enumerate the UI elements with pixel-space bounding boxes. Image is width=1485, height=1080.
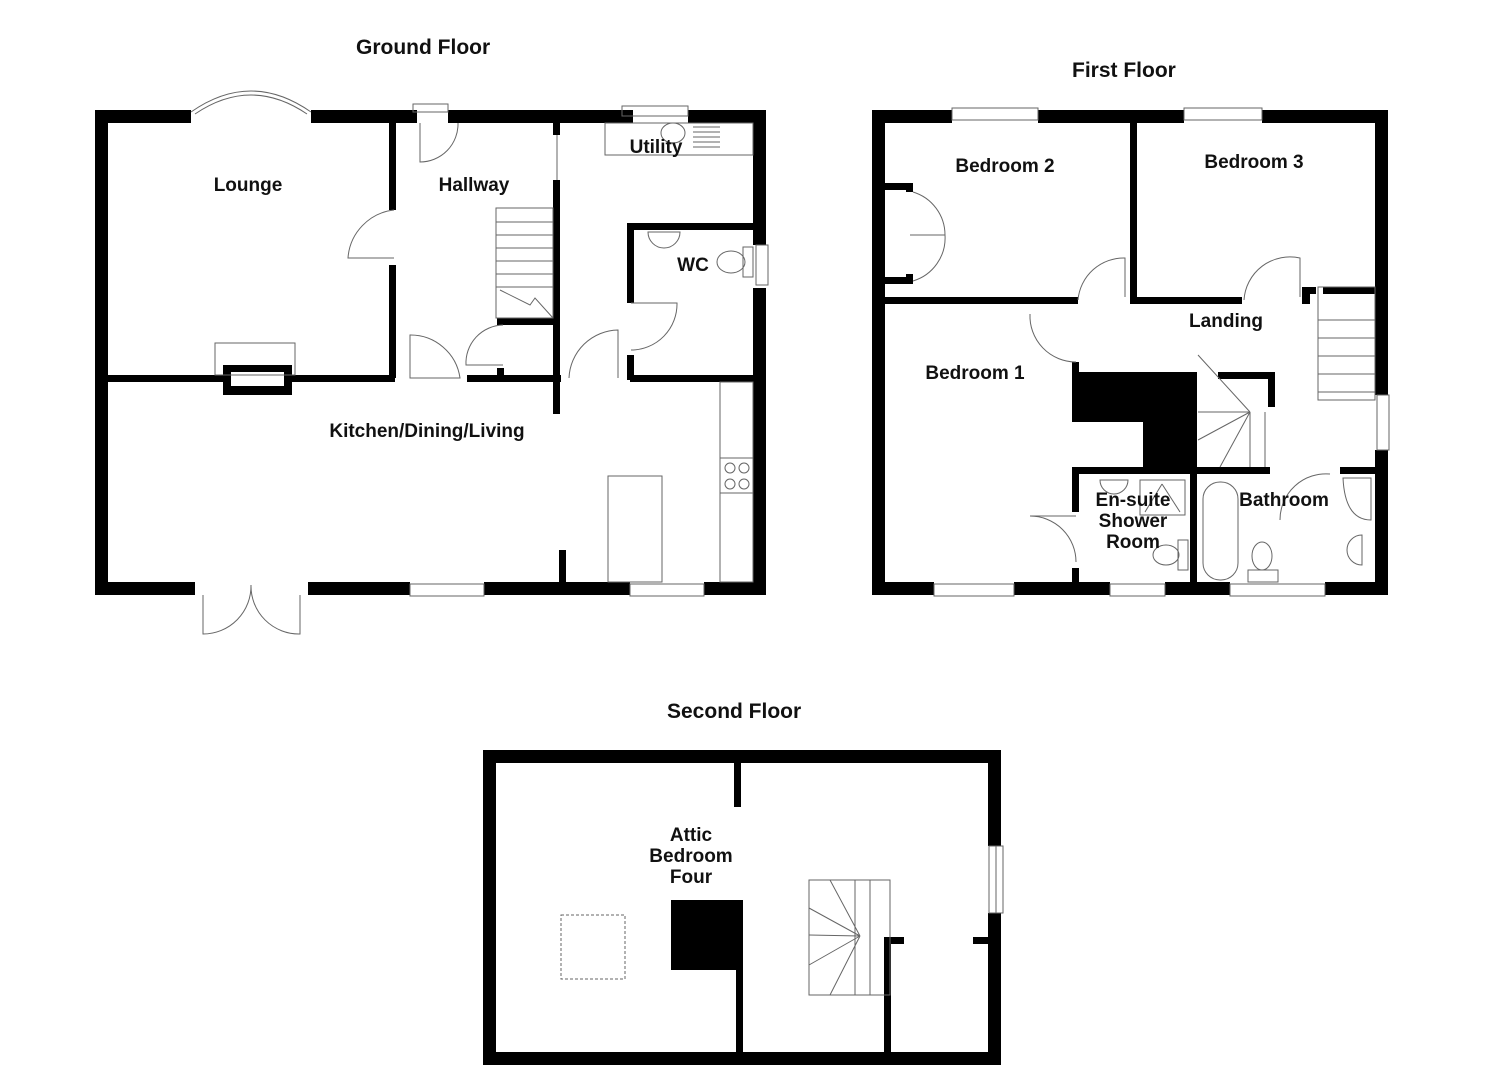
room-label-kitchen-dining-living: Kitchen/Dining/Living [329,421,525,442]
first-floor-title: First Floor [1072,59,1176,82]
room-label-attic-line3: Four [669,867,713,888]
room-label-hallway: Hallway [438,175,510,196]
room-label-bedroom-3: Bedroom 3 [1204,152,1304,173]
room-label-ensuite-line2: Shower [1098,511,1168,532]
room-label-landing: Landing [1189,311,1263,332]
room-label-ensuite-line3: Room [1106,532,1160,553]
room-label-lounge: Lounge [213,175,283,196]
room-label-bedroom-1: Bedroom 1 [925,363,1025,384]
room-label-utility: Utility [629,137,683,158]
ground-floor-title: Ground Floor [356,36,491,59]
room-label-wc: WC [677,255,709,276]
room-label-attic-line1: Attic [669,825,713,846]
room-label-ensuite: En-suite Shower Room [1096,490,1171,553]
room-label-bathroom: Bathroom [1239,490,1329,511]
fixtures [190,90,1390,996]
walls [95,110,1388,1065]
second-floor-title: Second Floor [667,700,802,723]
room-label-attic-bedroom-four: Attic Bedroom Four [649,825,732,888]
room-label-ensuite-line1: En-suite [1095,490,1171,511]
room-label-attic-line2: Bedroom [649,846,733,867]
room-label-bedroom-2: Bedroom 2 [955,156,1055,177]
